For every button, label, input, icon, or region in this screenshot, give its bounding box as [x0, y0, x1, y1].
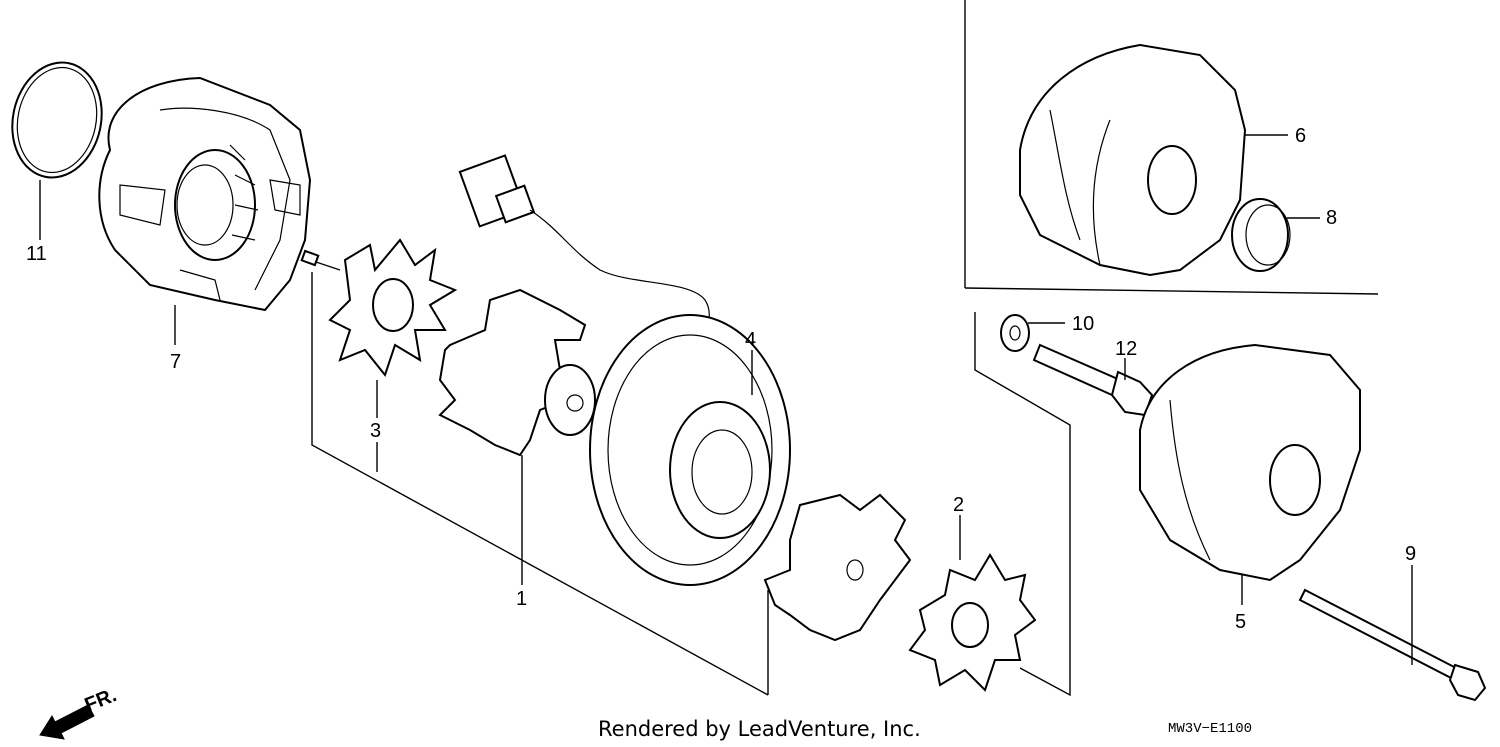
render-credit: Rendered by LeadVenture, Inc.	[598, 717, 921, 741]
part-8-cap[interactable]	[1231, 198, 1291, 272]
callout-5: 5	[1235, 611, 1246, 633]
leader-lines	[39, 134, 1413, 665]
callout-12: 12	[1115, 338, 1137, 360]
part-6-front-housing[interactable]	[1019, 43, 1247, 277]
inset-frame	[964, 0, 1379, 295]
part-9-long-bolt[interactable]	[1298, 588, 1487, 702]
small-screw[interactable]	[300, 249, 341, 271]
part-7-rear-housing[interactable]	[98, 76, 312, 312]
part-1-rotor[interactable]	[438, 288, 596, 457]
front-arrow-icon	[39, 704, 95, 740]
callout-8: 8	[1326, 207, 1337, 229]
part-2-fan-front[interactable]	[908, 553, 1037, 692]
part-10-washer[interactable]	[1000, 314, 1030, 352]
callout-10: 10	[1072, 313, 1094, 335]
callout-11: 11	[26, 243, 47, 265]
callout-6: 6	[1295, 125, 1306, 147]
callout-2: 2	[953, 494, 964, 516]
callout-1: 1	[516, 588, 527, 610]
callout-7: 7	[170, 351, 181, 373]
front-direction-marker: FR.	[39, 684, 120, 740]
part-5-front-housing[interactable]	[1139, 343, 1361, 582]
part-4-stator[interactable]	[458, 154, 791, 586]
callout-4: 4	[745, 329, 756, 351]
diagram-code: MW3V−E1100	[1168, 721, 1252, 737]
group-bracket-lines	[311, 272, 1071, 697]
front-label: FR.	[82, 684, 120, 716]
callout-9: 9	[1405, 543, 1416, 565]
part-11-o-ring[interactable]	[2, 54, 112, 186]
rotor-pole-rear[interactable]	[763, 493, 912, 642]
callout-3: 3	[370, 420, 381, 442]
part-3-fan-rear[interactable]	[328, 238, 458, 378]
